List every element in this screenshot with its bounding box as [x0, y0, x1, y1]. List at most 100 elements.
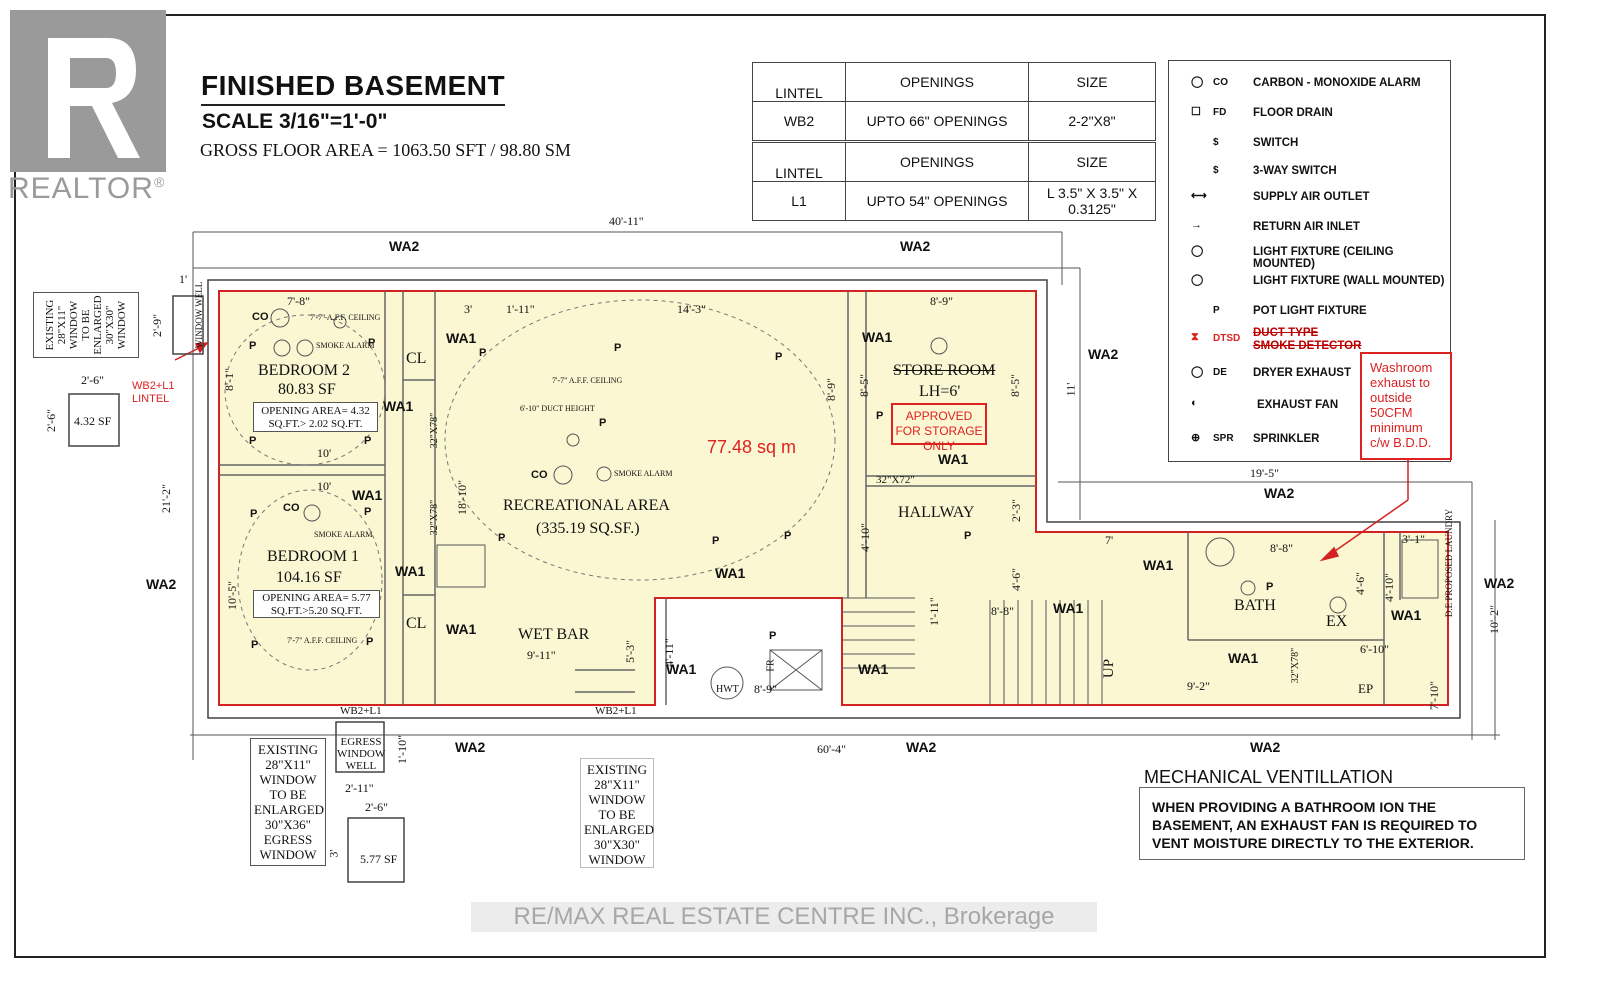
- wall-tag: WA1: [446, 621, 477, 637]
- openings-cell: UPTO 66" OPENINGS: [845, 101, 1029, 141]
- wall-tag: WA1: [862, 329, 893, 345]
- dimension: 2'-6": [44, 408, 59, 433]
- wall-tag: WA1: [938, 451, 969, 467]
- lintel-tag: WB2+L1: [340, 705, 382, 717]
- dimension: 60'-4": [817, 742, 847, 756]
- egress-window-note: EXISTING 28"X11" WINDOW TO BE ENLARGED 3…: [250, 738, 326, 866]
- pot-light-mark: P: [1266, 581, 1274, 593]
- legend-abbr: SPR: [1213, 433, 1234, 444]
- legend-label: SPRINKLER: [1253, 433, 1320, 445]
- dimension: 3': [464, 302, 473, 316]
- co-alarm-mark: CO: [283, 502, 300, 514]
- hallway-label: HALLWAY: [898, 504, 975, 521]
- pot-light-mark: P: [784, 530, 792, 542]
- store-room-lh: LH=6': [919, 383, 961, 400]
- wall-tag: WA1: [1053, 600, 1084, 616]
- dimension: 32"X78": [429, 499, 441, 536]
- bottom-window-note: EXISTING 28"X11" WINDOW TO BE ENLARGED 3…: [580, 758, 654, 868]
- dimension: 8'-8": [1270, 541, 1294, 555]
- washroom-exhaust-note: Washroom exhaust to outside 50CFM minimu…: [1360, 352, 1452, 460]
- dimension: 9'-2": [1187, 679, 1211, 693]
- duct-smoke-detector-icon: ⧗: [1191, 331, 1199, 343]
- pot-light-mark: P: [251, 639, 259, 651]
- approved-storage-note: APPROVED FOR STORAGE ONLY: [891, 403, 987, 453]
- legend-label: RETURN AIR INLET: [1253, 221, 1360, 233]
- size-header: SIZE: [1028, 62, 1156, 102]
- legend-abbr: $: [1213, 137, 1219, 148]
- wall-tag: WA1: [666, 661, 697, 677]
- dimension: 2'-9": [150, 313, 165, 338]
- dimension: 2'-3": [1009, 498, 1024, 523]
- page-title: FINISHED BASEMENT: [201, 70, 506, 106]
- legend-label: FLOOR DRAIN: [1253, 107, 1333, 119]
- up-label: UP: [1101, 658, 1118, 679]
- dimension: 4'-11": [661, 638, 676, 667]
- wall-tag: WA1: [1143, 557, 1174, 573]
- legend-row: $3-WAY SWITCH: [1169, 161, 1452, 183]
- pot-light-mark: P: [964, 530, 972, 542]
- exhaust-fan-icon: ◐: [1191, 397, 1198, 409]
- legend-label: SWITCH: [1253, 137, 1299, 149]
- legend-label: 3-WAY SWITCH: [1253, 165, 1337, 177]
- left-window-note-box: EXISTING 28"X11" WINDOW TO BE ENLARGED 3…: [33, 292, 139, 358]
- dimension: 10'-5": [225, 580, 240, 611]
- lintel-cell: WB2: [752, 101, 846, 141]
- dimension: 4'-6": [1353, 571, 1368, 596]
- wall-tag: WA1: [395, 563, 426, 579]
- dimension: 5'-3": [623, 639, 638, 664]
- mechanical-ventilation-title: MECHANICAL VENTILLATION: [1144, 767, 1394, 787]
- store-room-label: STORE ROOM: [893, 362, 996, 379]
- smoke-alarm-note: SMOKE ALARM: [314, 530, 373, 539]
- fr-label: FR: [765, 659, 777, 672]
- dimension: 32"X78": [1290, 647, 1302, 684]
- bedroom2-area: 80.83 SF: [278, 381, 336, 398]
- pot-light-mark: P: [366, 636, 374, 648]
- dimension: 7'-8": [287, 294, 311, 308]
- dryer-exhaust-icon: ◯: [1191, 366, 1204, 378]
- size-cell: 2-2"X8": [1028, 101, 1156, 141]
- legend-row: $ SWITCH: [1169, 133, 1452, 155]
- closet-label-1: CL: [406, 350, 427, 367]
- bedroom1-area: 104.16 SF: [276, 569, 342, 586]
- dimension: 21'-2": [159, 483, 174, 514]
- dimension: 7': [1105, 533, 1114, 547]
- dimension: 1'-11": [926, 597, 941, 626]
- pot-light-mark: P: [712, 535, 720, 547]
- ceiling-light-icon: ◯: [1191, 245, 1204, 257]
- bedroom2-label: BEDROOM 2: [258, 362, 351, 379]
- co-alarm-mark: CO: [252, 311, 269, 323]
- wall-tag: WA2: [1484, 575, 1515, 591]
- pot-light-mark: P: [479, 347, 487, 359]
- lintel-tag: WB2+L1: [595, 705, 637, 717]
- pot-light-mark: P: [498, 532, 506, 544]
- openings-cell: UPTO 54" OPENINGS: [845, 181, 1029, 221]
- wall-tag: WA1: [1391, 607, 1422, 623]
- size-cell: L 3.5" X 3.5" X 0.3125": [1028, 181, 1156, 221]
- legend-row: ◐ EXHAUST FAN: [1169, 395, 1452, 417]
- legend-label: POT LIGHT FIXTURE: [1253, 305, 1367, 317]
- wall-light-icon: ◯: [1191, 274, 1204, 286]
- dimension: 8'-5": [1008, 373, 1023, 398]
- dimension: 6'-10": [1360, 642, 1390, 656]
- recreational-area-size: (335.19 SQ.SF.): [536, 520, 640, 537]
- co-alarm-icon: ◯: [1191, 76, 1204, 88]
- openings-header: OPENINGS: [845, 62, 1029, 102]
- dimension: 4'-10": [858, 522, 873, 553]
- egress-well-label: EGRESS WINDOW WELL: [337, 736, 386, 772]
- duct-height-note: 6'-10" DUCT HEIGHT: [520, 404, 595, 413]
- realtor-r-logo: [10, 10, 166, 172]
- recreational-area-label: RECREATIONAL AREA: [503, 497, 670, 514]
- dimension: 19'-5": [1250, 466, 1280, 480]
- finished-area-outline: [218, 290, 1449, 706]
- legend-abbr: P: [1213, 305, 1220, 316]
- legend-label: DRYER EXHAUST: [1253, 367, 1351, 379]
- legend-label: EXHAUST FAN: [1257, 399, 1339, 411]
- ceiling-note: 7'-7" A.F.F. CEILING: [310, 313, 381, 322]
